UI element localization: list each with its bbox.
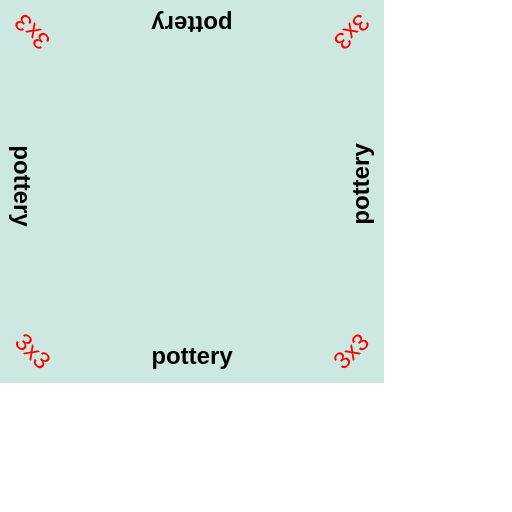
corner-label-bottom-left: 3x3 bbox=[9, 328, 56, 375]
edge-label-top: pottery bbox=[151, 10, 233, 37]
corner-label-top-right: 3x3 bbox=[328, 8, 375, 55]
corner-label-bottom-right: 3x3 bbox=[328, 328, 375, 375]
game-board: pottery pottery pottery pottery 3x3 3x3 … bbox=[0, 0, 384, 383]
corner-label-top-left: 3x3 bbox=[9, 8, 56, 55]
edge-label-bottom: pottery bbox=[151, 343, 233, 370]
edge-label-left: pottery bbox=[8, 145, 35, 227]
edge-label-right: pottery bbox=[348, 143, 375, 225]
